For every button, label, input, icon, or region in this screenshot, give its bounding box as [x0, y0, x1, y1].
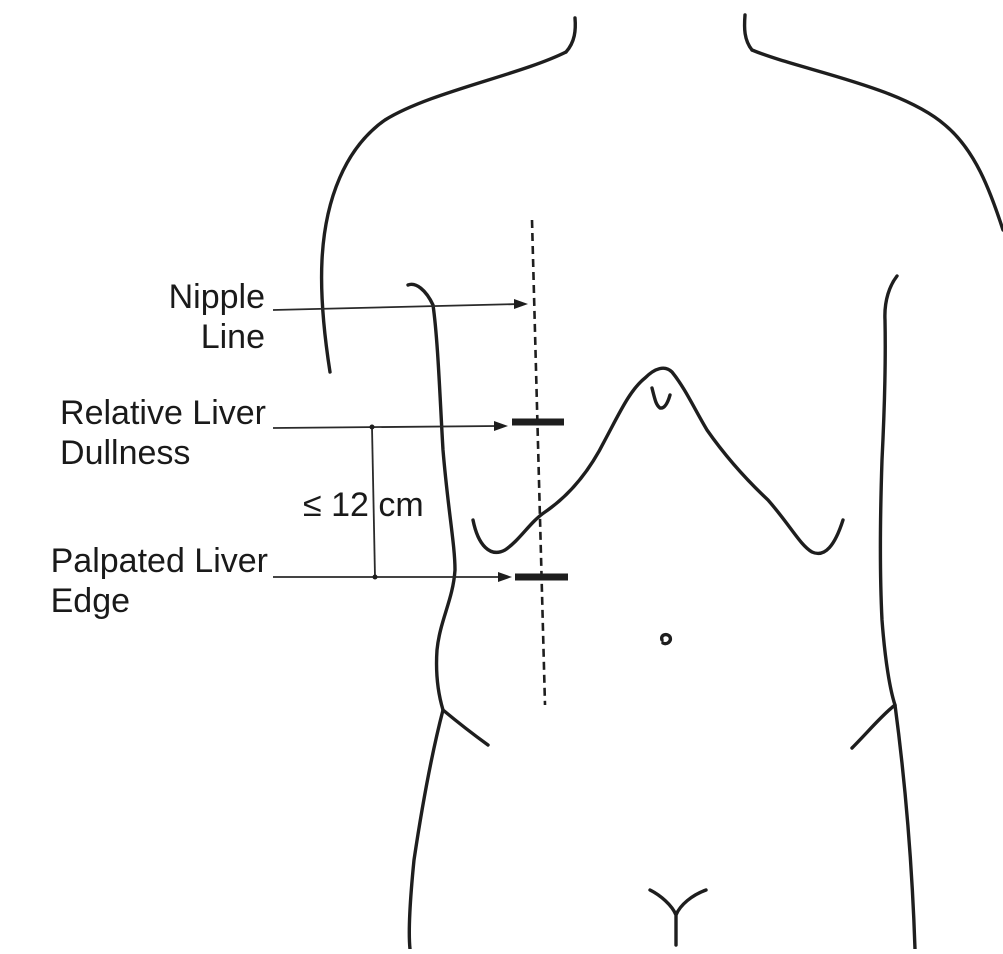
relative-liver-dullness-label-line2: Dullness — [60, 433, 266, 473]
nipple-line-leader — [273, 304, 520, 310]
liver-span-top-dot — [370, 425, 375, 430]
left-shoulder-outline — [322, 52, 566, 372]
relative-liver-dullness-label: Relative Liver Dullness — [60, 393, 266, 473]
liver-span-distance-label: ≤ 12 cm — [303, 485, 424, 525]
navel-mark — [662, 635, 671, 644]
right-hip-crease — [852, 705, 895, 748]
neck-right-outline — [745, 15, 752, 50]
relative-liver-dullness-label-line1: Relative Liver — [60, 393, 266, 433]
pubic-mark — [650, 890, 706, 945]
palpated-liver-edge-label-line1: Palpated Liver — [51, 541, 268, 581]
right-shoulder-outline — [752, 50, 1003, 230]
xiphoid-outline — [652, 388, 670, 408]
neck-left-outline — [566, 18, 575, 52]
nipple-line-dashed — [532, 220, 545, 705]
palpated-edge-arrowhead — [498, 572, 512, 582]
left-hip-crease — [443, 710, 488, 745]
right-flank-outline — [881, 276, 916, 949]
palpated-liver-edge-label: Palpated Liver Edge — [51, 541, 268, 621]
relative-dullness-arrowhead — [494, 421, 508, 431]
nipple-line-arrowhead — [514, 299, 528, 309]
relative-dullness-leader — [273, 426, 498, 428]
costal-margin-outline — [473, 368, 843, 553]
nipple-line-label-line2: Line — [169, 317, 265, 357]
left-flank-outline — [408, 284, 455, 949]
nipple-line-label-line1: Nipple — [169, 277, 265, 317]
nipple-line-label: Nipple Line — [169, 277, 265, 357]
palpated-liver-edge-label-line2: Edge — [51, 581, 268, 621]
liver-span-bottom-dot — [373, 575, 378, 580]
